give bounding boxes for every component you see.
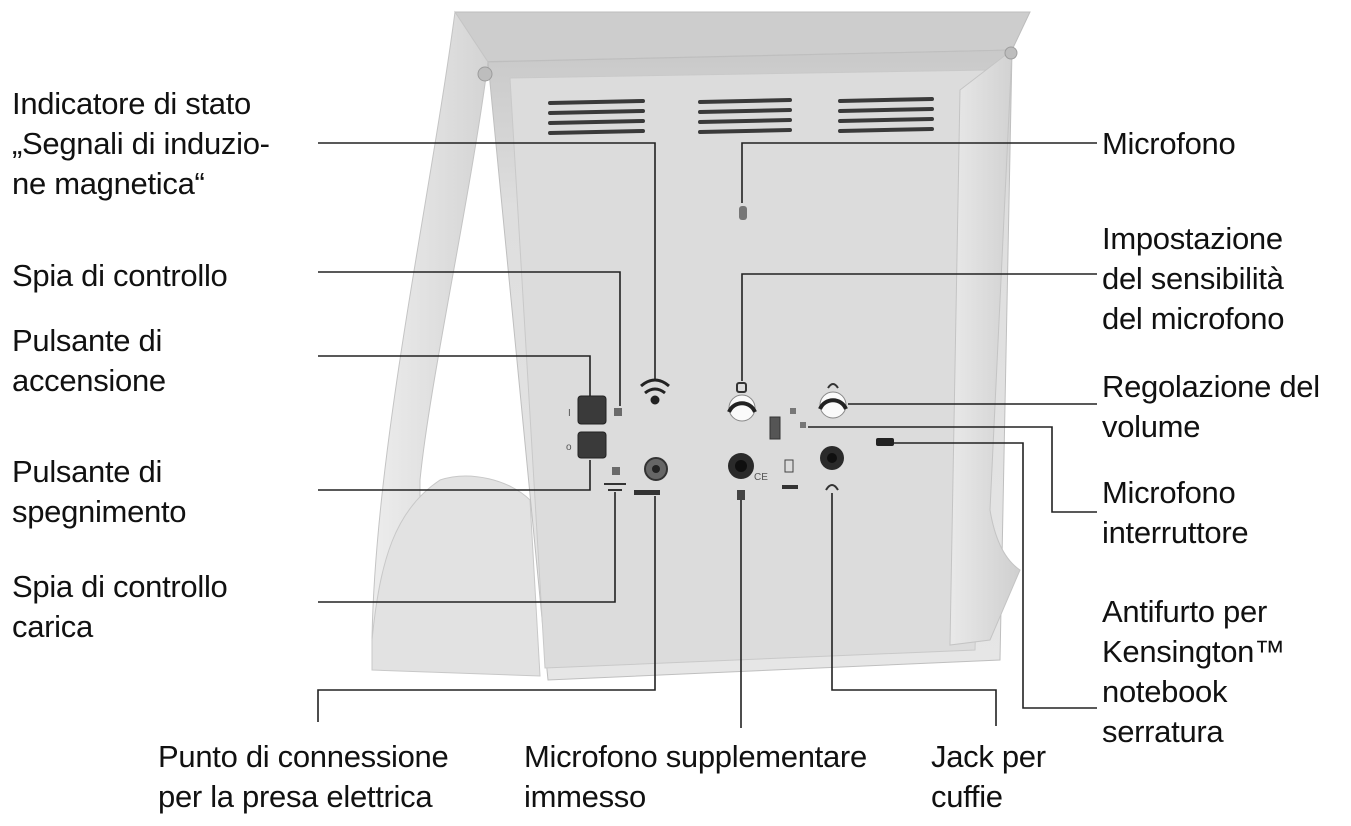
power-socket[interactable] — [634, 457, 668, 495]
label-power-off-button: Pulsante di spegnimento — [12, 454, 187, 529]
kensington-slot — [876, 438, 894, 446]
power-on-button[interactable]: I — [568, 395, 607, 425]
mic-switch[interactable] — [769, 408, 806, 440]
label-control-lamp: Spia di controllo — [12, 258, 228, 293]
label-charge-lamp: Spia di controllo carica — [12, 569, 228, 644]
label-power-on-button: Pulsante di accensione — [12, 323, 166, 398]
label-power-socket: Punto di connessione per la presa elettr… — [158, 739, 449, 814]
label-mic-sensitivity: Impostazione del sensibilità del microfo… — [1102, 221, 1285, 336]
label-microphone: Microfono — [1102, 126, 1236, 161]
svg-text:CE: CE — [754, 472, 768, 483]
svg-text:I: I — [568, 408, 571, 419]
air-vents — [548, 97, 934, 135]
control-lamp-led — [614, 408, 622, 416]
extra-mic-jack[interactable]: CE — [728, 453, 798, 500]
device-body — [371, 10, 1031, 681]
mic-sensitivity-knob[interactable] — [727, 382, 757, 422]
headphone-jack[interactable] — [820, 446, 844, 491]
label-extra-mic: Microfono supplementare immesso — [524, 739, 867, 814]
label-induction-indicator: Indicatore di stato „Segnali di induzio-… — [12, 86, 270, 201]
label-mic-switch: Microfono interruttore — [1102, 475, 1249, 550]
label-headphone-jack: Jack per cuffie — [931, 739, 1046, 814]
label-kensington: Antifurto per Kensington™ notebook serra… — [1102, 594, 1285, 749]
svg-text:o: o — [566, 442, 572, 453]
volume-knob[interactable] — [818, 383, 848, 419]
charge-lamp-led — [604, 467, 626, 491]
callout-lines — [317, 142, 1097, 728]
microphone-hole — [739, 206, 747, 220]
induction-signal-icon — [640, 378, 670, 405]
power-off-button[interactable]: o — [566, 431, 607, 459]
label-volume: Regolazione del volume — [1102, 369, 1320, 444]
